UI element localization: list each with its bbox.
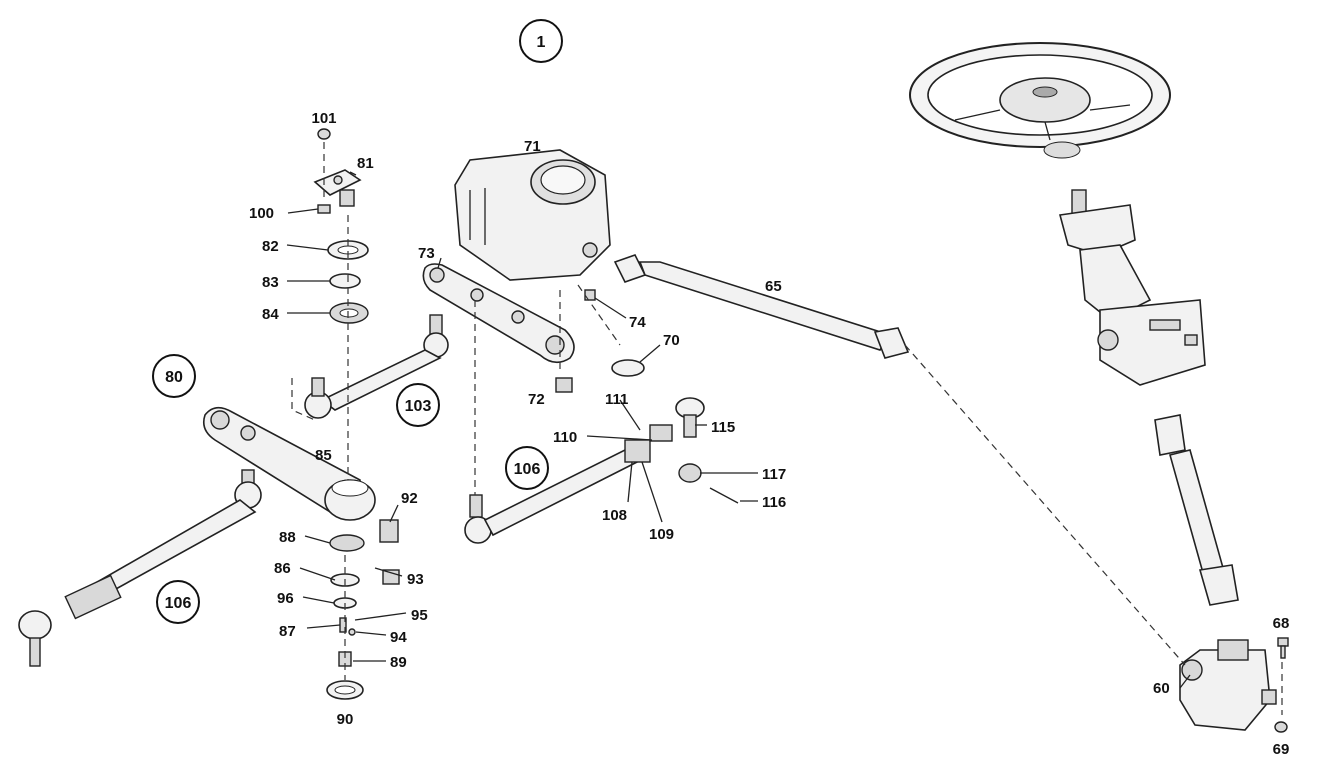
label-71: 71 (524, 138, 541, 155)
alignment-lines (291, 142, 1283, 715)
part-100-bolt (317, 204, 331, 214)
label-85: 85 (315, 447, 332, 464)
part-110-clamp (649, 424, 673, 442)
label-74: 74 (629, 314, 646, 331)
label-109: 109 (649, 526, 674, 543)
label-87: 87 (279, 623, 296, 640)
label-117: 117 (762, 466, 786, 483)
callout-103: 103 (396, 383, 440, 427)
part-81-plate (313, 169, 362, 207)
part-74-bolt (584, 289, 596, 301)
part-84-bearing (329, 302, 369, 324)
label-93: 93 (407, 571, 424, 588)
svg-text:103: 103 (405, 398, 432, 415)
svg-text:106: 106 (514, 461, 541, 478)
label-115: 115 (711, 419, 735, 436)
part-94-pin (348, 628, 356, 636)
leader-lines (286, 171, 1191, 689)
part-60-housing (1179, 639, 1277, 731)
label-89: 89 (390, 654, 407, 671)
steering-arm-85 (202, 406, 376, 521)
part-88-bearing (329, 534, 365, 552)
label-83: 83 (262, 274, 279, 291)
part-115-ball-joint (675, 397, 705, 438)
label-86: 86 (274, 560, 291, 577)
label-72: 72 (528, 391, 545, 408)
shaft-65 (613, 254, 910, 359)
part-101-cap (317, 128, 331, 140)
drag-link-103 (304, 314, 449, 419)
part-69-nut (1274, 721, 1288, 733)
label-92: 92 (401, 490, 418, 507)
svg-text:1: 1 (537, 34, 546, 51)
tie-rod-left-106 (18, 469, 262, 667)
part-117-nut (678, 463, 702, 483)
part-116-cotter-pin (709, 487, 739, 504)
svg-text:80: 80 (165, 369, 183, 386)
label-95: 95 (411, 607, 428, 624)
label-111: 111 (605, 391, 628, 408)
label-88: 88 (279, 529, 296, 546)
steering-column-bracket (1058, 189, 1206, 386)
part-90-ring (326, 680, 364, 700)
callout-1: 1 (519, 19, 563, 63)
part-83-washer (329, 273, 361, 289)
part-92-fitting (379, 519, 399, 543)
part-labels: 101 81 100 82 83 84 71 73 65 74 70 72 11… (249, 110, 1289, 758)
label-110: 110 (553, 429, 577, 446)
label-69: 69 (1273, 741, 1290, 758)
callout-106-left: 106 (156, 580, 200, 624)
tie-rod-center-106 (464, 439, 651, 544)
label-81: 81 (357, 155, 374, 172)
label-96: 96 (277, 590, 294, 607)
label-108: 108 (602, 507, 627, 524)
intermediate-shaft (1154, 414, 1239, 606)
callout-80: 80 (152, 354, 196, 398)
label-82: 82 (262, 238, 279, 255)
label-60: 60 (1153, 680, 1170, 697)
label-94: 94 (390, 629, 407, 646)
label-100: 100 (249, 205, 274, 222)
callout-106-center: 106 (505, 446, 549, 490)
label-116: 116 (762, 494, 786, 511)
part-72-nut (555, 377, 573, 393)
gearbox-71 (454, 149, 611, 281)
label-101: 101 (311, 110, 336, 127)
part-70-ring (611, 359, 645, 377)
part-68-bolt (1277, 637, 1289, 659)
svg-text:106: 106 (165, 595, 192, 612)
label-73: 73 (418, 245, 435, 262)
label-68: 68 (1273, 615, 1290, 632)
label-70: 70 (663, 332, 680, 349)
label-65: 65 (765, 278, 782, 295)
steering-wheel (909, 42, 1171, 159)
label-90: 90 (337, 711, 354, 728)
label-84: 84 (262, 306, 279, 323)
